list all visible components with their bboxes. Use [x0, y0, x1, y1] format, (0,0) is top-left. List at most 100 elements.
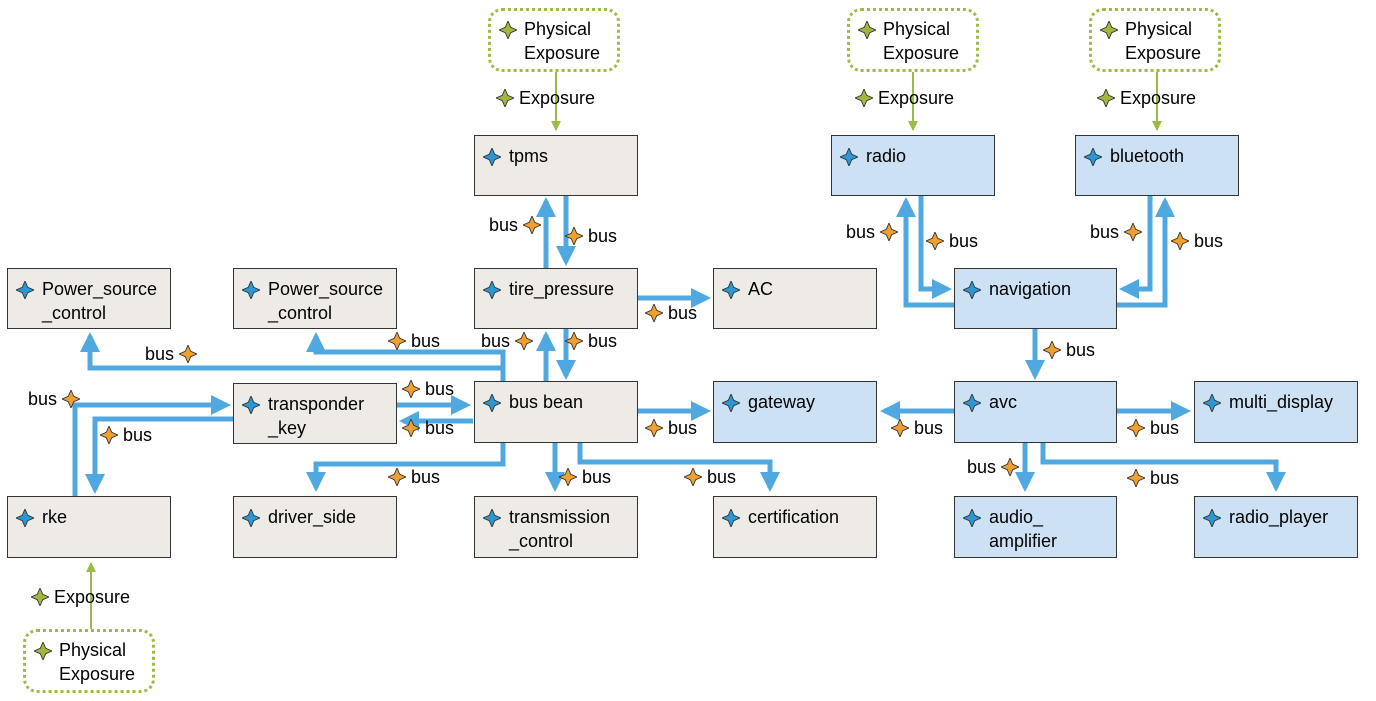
bus-edge-label: bus — [645, 418, 697, 438]
node-multi-display[interactable]: multi_display — [1194, 381, 1358, 443]
edge-label-text: Exposure — [54, 587, 131, 607]
bus-star-icon — [402, 380, 420, 398]
exposure-star-icon — [855, 89, 873, 107]
bus-star-icon — [515, 332, 534, 350]
bus-edge-label: bus — [481, 331, 534, 351]
node-label: certification — [748, 507, 840, 527]
node-star-icon — [242, 281, 260, 299]
exposure-star-icon — [31, 588, 49, 606]
physical-exposure-node-rke[interactable]: Physical Exposure — [23, 629, 155, 693]
node-driver-side[interactable]: driver_side — [233, 496, 397, 558]
node-label: Physical Exposure — [883, 19, 960, 63]
node-star-icon — [16, 509, 34, 527]
bus-star-icon — [1127, 469, 1145, 487]
node-gateway[interactable]: gateway — [713, 381, 877, 443]
edge-label-text: Exposure — [519, 88, 596, 108]
bus-edge-transponder-to-rke — [85, 416, 233, 494]
node-rke[interactable]: rke — [7, 496, 171, 558]
edge-label-text: bus — [967, 457, 997, 477]
node-transponder-key[interactable]: transponder _key — [233, 383, 397, 444]
node-navigation[interactable]: navigation — [954, 268, 1117, 329]
bus-star-icon — [388, 468, 406, 486]
edge-label-text: bus — [1066, 340, 1096, 360]
node-label: gateway — [748, 392, 816, 412]
exposure-star-icon — [1097, 89, 1115, 107]
physical-exposure-node-radio[interactable]: Physical Exposure — [847, 8, 979, 72]
edge-label-text: bus — [582, 467, 612, 487]
bus-star-icon — [1127, 419, 1145, 437]
bus-edge-label: bus — [100, 425, 152, 445]
node-audio-amplifier[interactable]: audio_ amplifier — [954, 496, 1117, 558]
node-label: radio_player — [1229, 507, 1329, 527]
edge-label-text: bus — [481, 331, 511, 351]
node-star-icon — [963, 509, 981, 527]
bus-edge-label: bus — [565, 331, 617, 351]
bus-star-icon — [891, 419, 909, 437]
node-label: transmission _control — [509, 507, 611, 551]
node-label: tire_pressure — [509, 279, 615, 299]
node-ac[interactable]: AC — [713, 268, 877, 329]
node-radio-player[interactable]: radio_player — [1194, 496, 1358, 558]
edge-label-text: bus — [588, 331, 618, 351]
node-label: AC — [748, 279, 774, 299]
bus-edge-label: bus — [846, 222, 899, 242]
exposure-edge-label: Exposure — [496, 88, 595, 108]
bus-edge-label: bus — [1171, 231, 1223, 251]
bus-edge-rke-to-transponder — [72, 395, 231, 496]
edge-label-text: bus — [411, 467, 441, 487]
node-star-icon — [963, 281, 981, 299]
node-power-source-control-2[interactable]: Power_source _control — [233, 268, 397, 329]
node-avc[interactable]: avc — [954, 381, 1117, 443]
node-tpms[interactable]: tpms — [474, 135, 638, 196]
bus-star-icon — [684, 468, 702, 486]
edge-label-text: bus — [1194, 231, 1224, 251]
bus-edge-label: bus — [645, 303, 697, 323]
node-power-source-control-1[interactable]: Power_source _control — [7, 268, 171, 329]
node-star-icon — [483, 394, 501, 412]
node-label: audio_ amplifier — [989, 507, 1058, 551]
bus-star-icon — [1043, 341, 1061, 359]
bus-star-icon — [388, 332, 406, 350]
bus-edge-bluetooth-to-navigation — [1119, 196, 1153, 299]
bus-edge-label: bus — [388, 467, 440, 487]
node-label: Physical Exposure — [524, 19, 601, 63]
bus-edge-label: bus — [489, 215, 542, 235]
exposure-edge-label: Exposure — [855, 88, 954, 108]
node-star-icon — [1203, 509, 1221, 527]
node-star-icon — [483, 509, 501, 527]
edge-label-text: bus — [28, 389, 58, 409]
node-radio[interactable]: radio — [831, 135, 995, 196]
edge-label-text: bus — [425, 379, 455, 399]
bus-edge-navigation-to-radio — [896, 197, 954, 308]
node-bus-bean[interactable]: bus bean — [474, 381, 638, 443]
node-label: bus bean — [509, 392, 584, 412]
node-transmission-control[interactable]: transmission _control — [474, 496, 638, 558]
exposure-star-icon — [34, 642, 52, 660]
bus-edge-label: bus — [145, 344, 198, 364]
physical-exposure-node-bluetooth[interactable]: Physical Exposure — [1089, 8, 1221, 72]
bus-edge-label: bus — [1127, 468, 1179, 488]
node-star-icon — [483, 281, 501, 299]
bus-edge-busbean-to-ps1 — [80, 332, 506, 381]
bus-star-icon — [1001, 458, 1020, 476]
bus-edge-label: bus — [1127, 418, 1179, 438]
node-bluetooth[interactable]: bluetooth — [1075, 135, 1239, 196]
node-label: rke — [42, 507, 68, 527]
bus-edge-label: bus — [967, 457, 1020, 477]
node-tire-pressure[interactable]: tire_pressure — [474, 268, 638, 329]
node-label: driver_side — [268, 507, 357, 527]
bus-star-icon — [179, 345, 198, 363]
node-star-icon — [722, 281, 740, 299]
bus-star-icon — [880, 223, 899, 241]
exposure-edge-label: Exposure — [31, 587, 130, 607]
edge-label-text: bus — [489, 215, 519, 235]
bus-edge-label: bus — [559, 467, 611, 487]
edge-label-text: bus — [123, 425, 153, 445]
physical-exposure-node-tpms[interactable]: Physical Exposure — [488, 8, 620, 72]
node-label: bluetooth — [1110, 146, 1185, 166]
bus-star-icon — [926, 232, 944, 250]
node-certification[interactable]: certification — [713, 496, 877, 558]
node-label: Physical Exposure — [59, 640, 136, 684]
bus-edge-busbean-to-certification — [577, 443, 780, 492]
